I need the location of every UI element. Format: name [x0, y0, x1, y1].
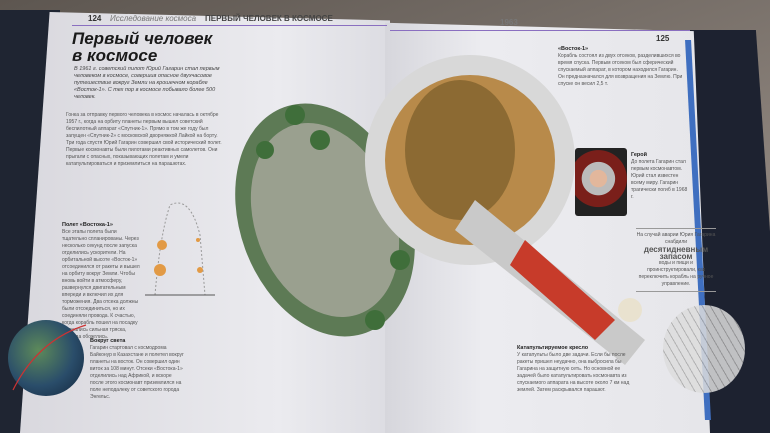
lead-paragraph: В 1961 г. советский пилот Юрий Гагарин с…: [74, 66, 220, 100]
vostok-text: Корабль состоял из двух отсеков, раздели…: [558, 53, 683, 87]
gagarin-photo: [575, 148, 627, 216]
heat-shield-image: [663, 305, 745, 393]
around-heading: Вокруг света: [90, 338, 126, 344]
around-text: Гагарин стартовал с космодрома Байконур …: [90, 345, 184, 400]
callout-prefix: На случай аварии Юрия Гагарина снабдили: [636, 232, 716, 245]
catapult-heading: Катапультируемое кресло: [517, 345, 589, 351]
hero-section: Герой До полета Гагарин стал первым косм…: [631, 152, 691, 201]
page-title: Первый человек в космосе: [72, 29, 213, 65]
section-name: Исследование космоса: [110, 14, 197, 23]
callout-highlight: десятидневным запасом: [643, 245, 709, 261]
earth-globe-image: [8, 320, 84, 396]
right-page-number: 125: [656, 34, 670, 43]
header-rule-right: [390, 30, 690, 31]
year-label: 1963: [500, 18, 518, 27]
header-rule-left: [72, 25, 387, 26]
flight-section: Полет «Востока-1» Все этапы полета были …: [62, 222, 140, 341]
left-page-number: 124: [88, 14, 102, 23]
orbit-path-line: [12, 324, 87, 391]
hero-heading: Герой: [631, 152, 647, 158]
catapult-text: У катапульты было две задачи. Если бы по…: [517, 352, 630, 393]
catapult-section: Катапультируемое кресло У катапульты был…: [517, 345, 632, 394]
flight-heading: Полет «Востока-1»: [62, 222, 113, 228]
around-section: Вокруг света Гагарин стартовал с космодр…: [90, 338, 185, 401]
vostok-heading: «Восток-1»: [558, 46, 589, 52]
flight-text: Все этапы полета были тщательно спланиро…: [62, 229, 140, 340]
flight-diagram: [145, 202, 215, 296]
callout-box: На случай аварии Юрия Гагарина снабдили …: [636, 228, 716, 292]
section-topic: ПЕРВЫЙ ЧЕЛОВЕК В КОСМОСЕ: [205, 14, 333, 23]
callout-suffix: воды и пищи и проинструктировали, как пе…: [638, 260, 714, 287]
hero-text: До полета Гагарин стал первым космонавто…: [631, 159, 688, 200]
vostok-section: «Восток-1» Корабль состоял из двух отсек…: [558, 46, 683, 88]
vostok-spacecraft-illustration: [235, 55, 645, 365]
body-paragraph: Гонка за отправку первого человека в кос…: [66, 112, 222, 167]
